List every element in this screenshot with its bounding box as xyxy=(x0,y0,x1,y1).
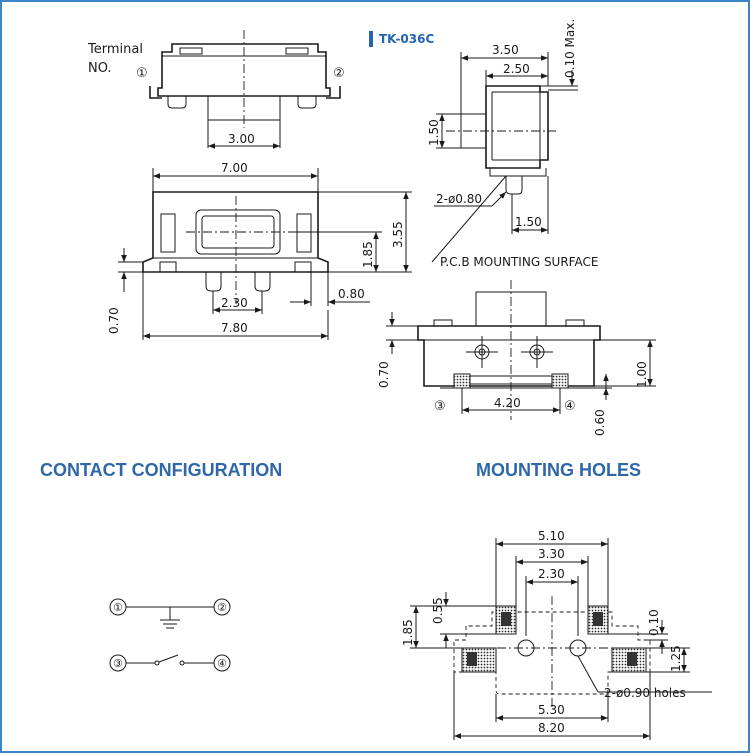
dim-mh-5-10: 5.10 xyxy=(538,529,565,543)
contact-terminal-3: ③ xyxy=(113,657,123,670)
model-badge: TK-036C xyxy=(369,31,434,47)
dim-mh-5-30: 5.30 xyxy=(538,703,565,717)
label-2-phi-0-80: 2-ø0.80 xyxy=(436,192,482,206)
dim-top-0-80: 0.80 xyxy=(338,287,365,301)
terminal-1-marker: ① xyxy=(136,66,148,81)
dim-mh-3-30: 3.30 xyxy=(538,547,565,561)
contact-terminal-4: ④ xyxy=(217,657,227,670)
dim-mh-8-20: 8.20 xyxy=(538,721,565,735)
contact-terminal-2: ② xyxy=(217,601,227,614)
contact-terminal-1: ① xyxy=(113,601,123,614)
dim-top-1-85: 1.85 xyxy=(361,241,375,268)
dim-btm-0-60: 0.60 xyxy=(593,409,607,436)
dim-top-2-30: 2.30 xyxy=(221,296,248,310)
dim-mh-0-55: 0.55 xyxy=(431,597,445,624)
dim-side-1-50-h: 1.50 xyxy=(427,119,441,146)
pcb-mounting-surface-label: P.C.B MOUNTING SURFACE xyxy=(440,255,598,269)
dim-top-3-55: 3.55 xyxy=(391,221,405,248)
dim-top-0-70: 0.70 xyxy=(107,307,121,334)
terminal-label: Terminal xyxy=(87,42,143,57)
dim-mh-0-10: 0.10 xyxy=(647,609,661,636)
dim-side-1-50-w: 1.50 xyxy=(515,215,542,229)
contact-configuration-heading: CONTACT CONFIGURATION xyxy=(40,460,283,480)
terminal-3-marker: ③ xyxy=(434,399,446,414)
terminal-no-label: NO. xyxy=(88,61,112,76)
dim-mh-1-85: 1.85 xyxy=(401,619,415,646)
terminal-side-view: ③ ④ 0.70 1.00 0.60 4.20 xyxy=(377,280,656,436)
front-view: Terminal NO. ① ② 3.00 xyxy=(87,30,345,149)
dim-side-0-10-max: 0.10 Max. xyxy=(563,19,577,78)
contact-configuration-diagram: ① ② ③ ④ xyxy=(109,598,231,672)
dim-mh-2-30: 2.30 xyxy=(538,567,565,581)
dim-top-7-00: 7.00 xyxy=(221,161,248,175)
dim-btm-4-20: 4.20 xyxy=(494,396,521,410)
side-view: 3.50 2.50 0.10 Max. 1.50 2-ø0.80 xyxy=(427,19,598,269)
dim-btm-1-00: 1.00 xyxy=(635,361,649,388)
dim-top-7-80: 7.80 xyxy=(221,321,248,335)
dim-front-3-00: 3.00 xyxy=(228,132,255,146)
dim-mh-1-25: 1.25 xyxy=(669,645,683,672)
terminal-4-marker: ④ xyxy=(564,399,576,414)
label-2-phi-0-90-holes: 2-ø0.90 holes xyxy=(604,686,686,700)
mounting-holes-heading: MOUNTING HOLES xyxy=(476,460,641,480)
terminal-2-marker: ② xyxy=(333,66,345,81)
top-view: 7.00 3.55 1.85 2.30 0.80 xyxy=(107,161,412,340)
mounting-holes-diagram: 5.10 3.30 2.30 2-ø0.90 holes xyxy=(401,529,712,740)
dim-side-2-50: 2.50 xyxy=(503,62,530,76)
dim-side-3-50: 3.50 xyxy=(492,43,519,57)
dim-btm-0-70: 0.70 xyxy=(377,361,391,388)
